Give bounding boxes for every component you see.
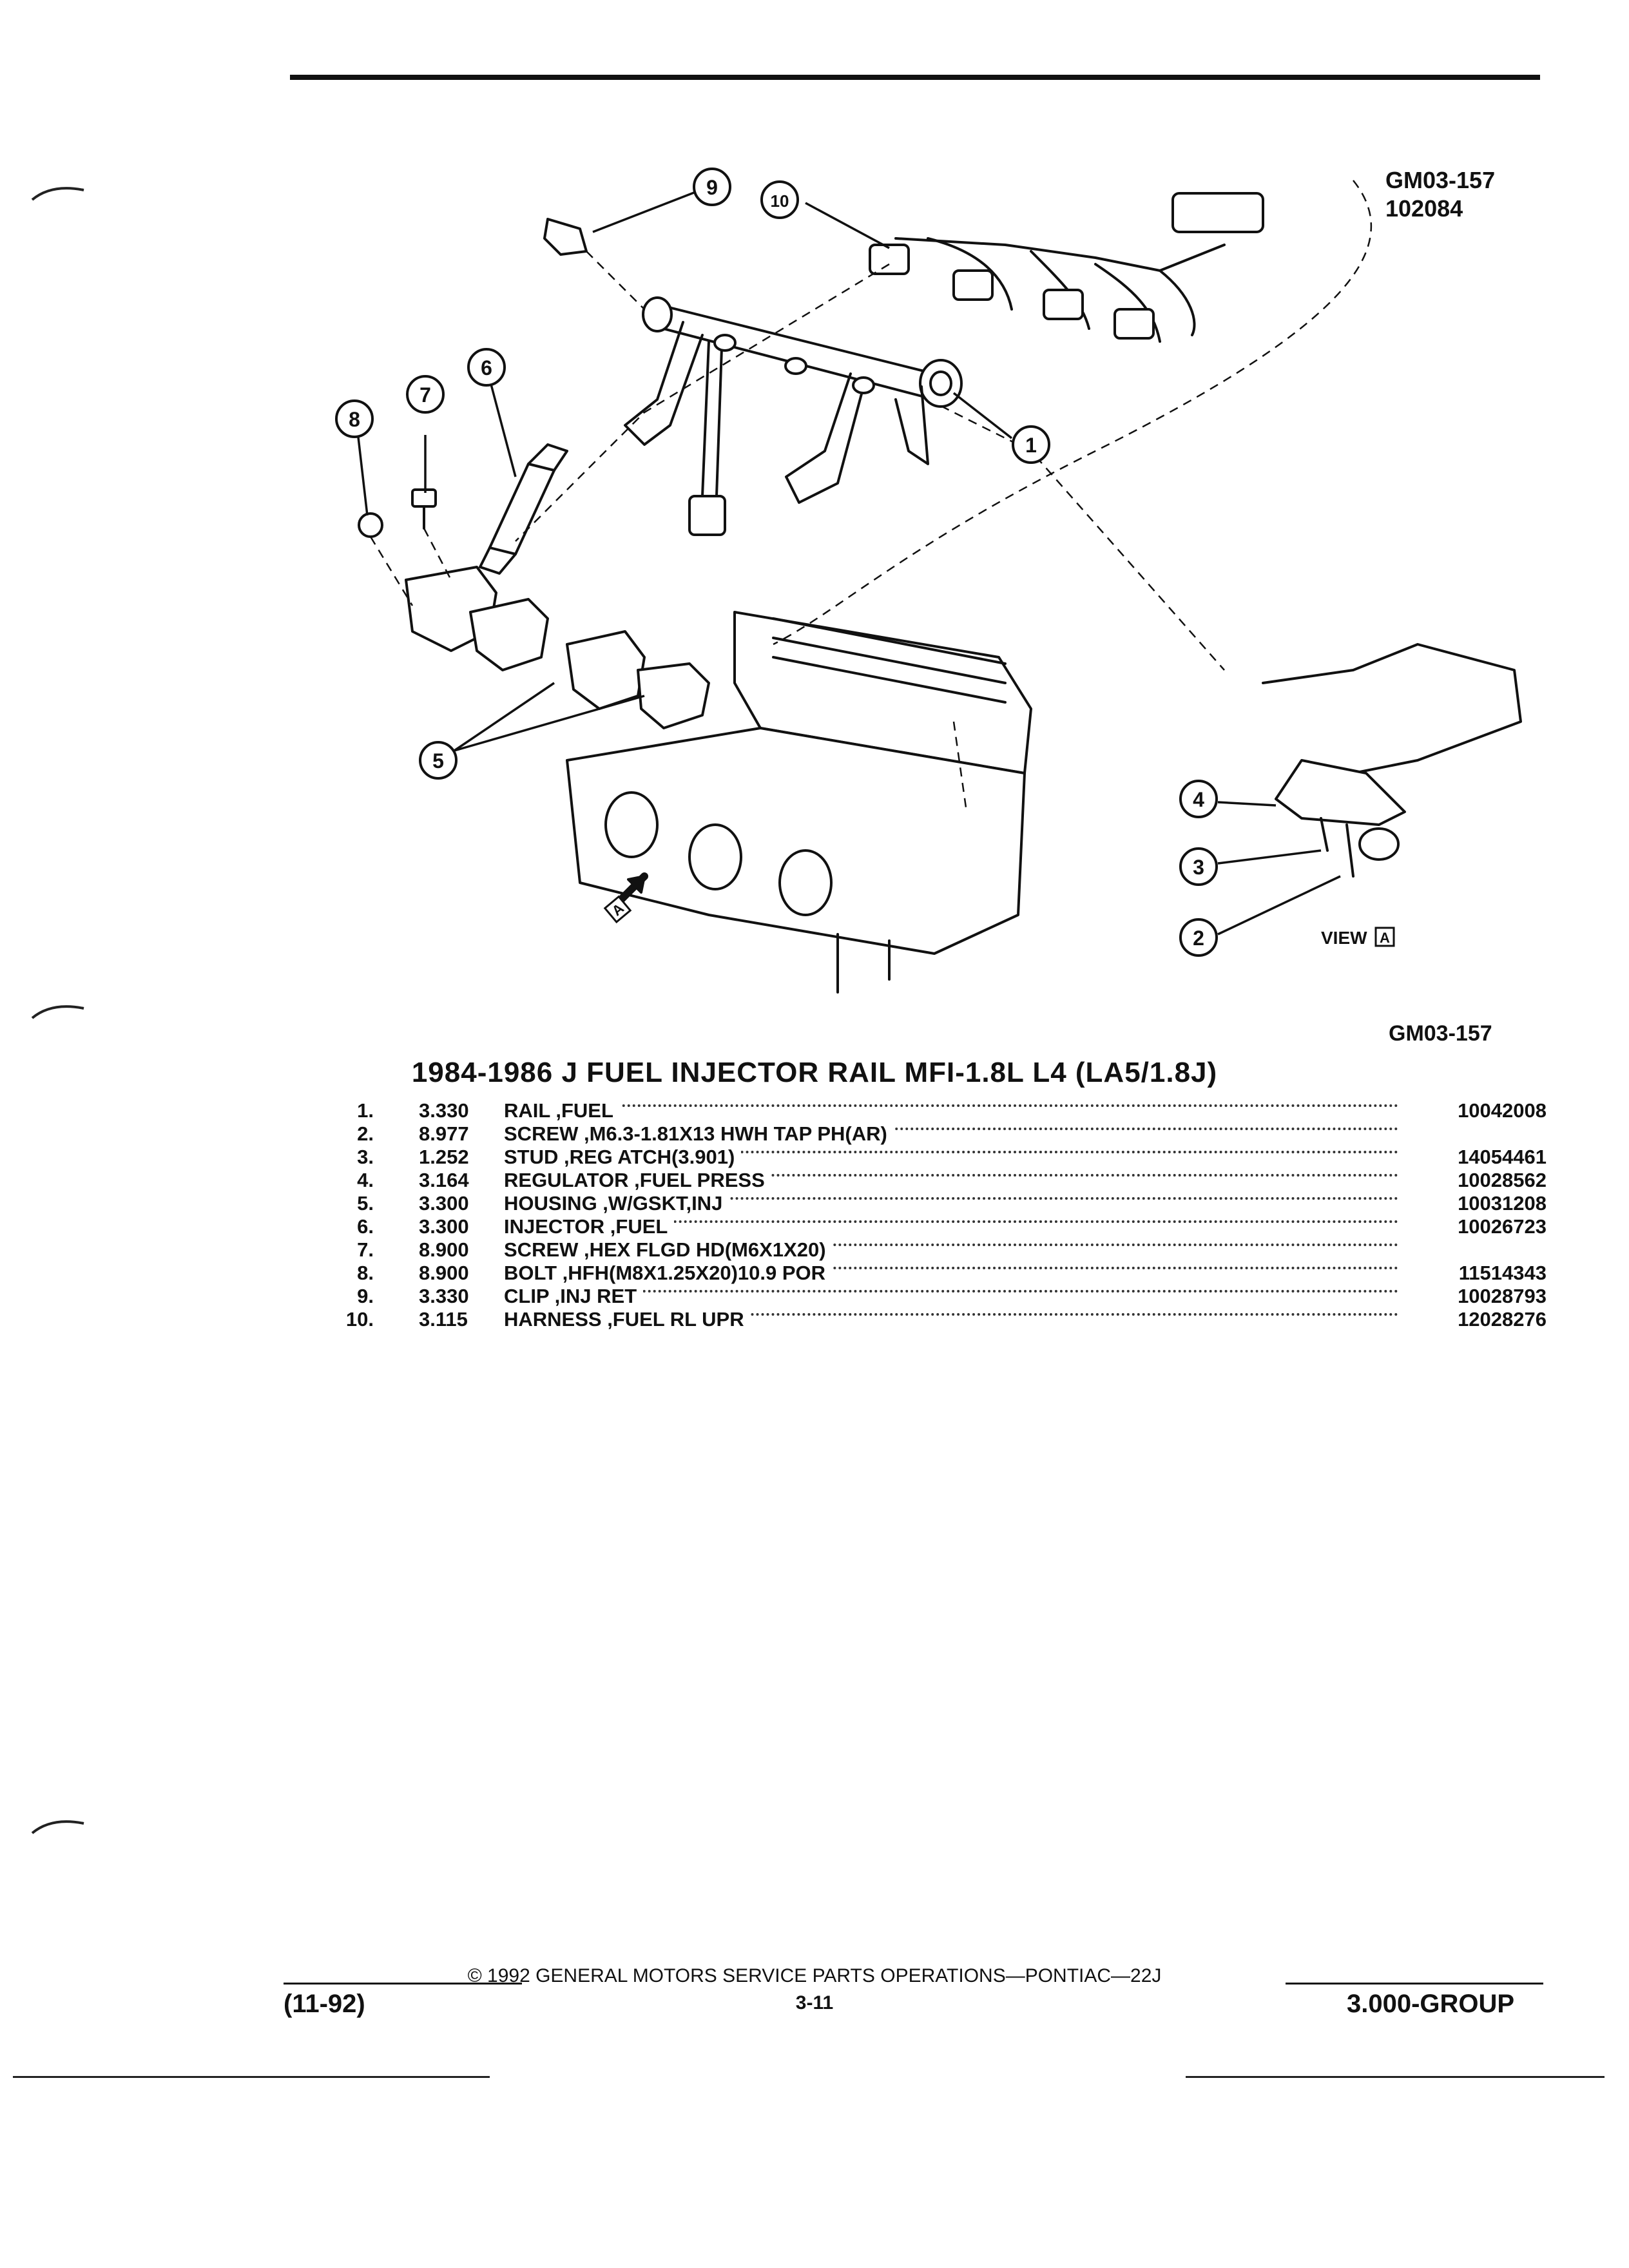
view-a-label: VIEW A <box>1321 927 1395 948</box>
callout-6: 6 <box>467 348 506 387</box>
exploded-parts-diagram: 1 2 3 4 5 6 7 8 9 10 VIEW A A <box>335 168 1522 994</box>
svg-text:5: 5 <box>432 749 444 773</box>
callout-9: 9 <box>693 168 731 206</box>
svg-text:9: 9 <box>706 176 718 199</box>
catalog-title: 1984-1986 J FUEL INJECTOR RAIL MFI-1.8L … <box>411 1057 1218 1088</box>
group-code: 3.000-GROUP <box>1347 1990 1515 2018</box>
svg-text:8: 8 <box>349 408 360 431</box>
callout-2: 2 <box>1179 918 1218 957</box>
callout-4: 4 <box>1179 780 1218 818</box>
figure-code-bottom: GM03-157 <box>1389 1021 1492 1046</box>
bottom-rule <box>1186 2076 1605 2078</box>
fuel-rail <box>650 302 936 401</box>
view-a-arrow-label: A <box>603 895 632 924</box>
svg-text:3: 3 <box>1193 856 1204 879</box>
header-rule <box>290 75 1540 80</box>
bottom-rule <box>13 2076 490 2078</box>
binder-mark <box>31 1820 84 1834</box>
page-number: 3-11 <box>795 1992 834 2013</box>
callout-10: 10 <box>760 180 799 219</box>
callout-5: 5 <box>419 741 458 780</box>
footer-rule-right <box>1286 1983 1543 1984</box>
callout-8: 8 <box>335 399 374 438</box>
svg-text:4: 4 <box>1193 788 1204 811</box>
svg-text:VIEW: VIEW <box>1321 928 1367 948</box>
callout-markers: 1 2 3 4 5 6 7 8 9 10 <box>335 168 1218 957</box>
callout-7: 7 <box>406 375 445 414</box>
footer-rule-left <box>284 1983 522 1984</box>
callout-1: 1 <box>1012 425 1050 464</box>
figure-code: GM03-157 102084 <box>1385 167 1496 222</box>
binder-mark <box>31 1005 84 1019</box>
svg-text:2: 2 <box>1193 927 1204 950</box>
svg-text:7: 7 <box>419 383 431 407</box>
revision-date: (11-92) <box>284 1990 365 2018</box>
svg-text:1: 1 <box>1025 434 1037 457</box>
svg-text:10: 10 <box>771 191 789 211</box>
footer-copyright: © 1992 GENERAL MOTORS SERVICE PARTS OPER… <box>467 1965 1162 1986</box>
callout-3: 3 <box>1179 847 1218 886</box>
binder-mark <box>31 187 84 201</box>
svg-text:A: A <box>1380 930 1390 946</box>
svg-text:6: 6 <box>481 356 492 380</box>
